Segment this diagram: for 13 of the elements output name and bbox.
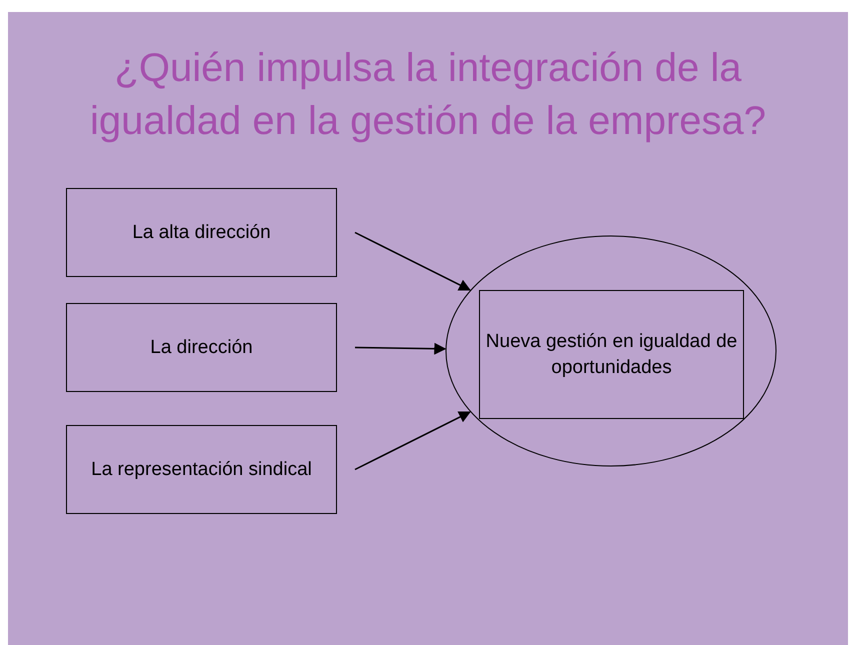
text-box — [66, 188, 337, 277]
slide-title: ¿Quién impulsa la integración de la igualdad en la gestión de la empresa? — [88, 45, 768, 145]
box-label: La alta dirección — [131, 222, 272, 244]
box-label: La dirección — [149, 336, 254, 358]
arrow — [354, 342, 446, 355]
arrow — [354, 411, 471, 470]
text-box — [66, 425, 337, 514]
ellipse-outline — [445, 235, 777, 467]
text-box — [66, 303, 337, 392]
box-label: Nueva gestión en igualdad de oportunidades — [484, 330, 738, 380]
arrow — [354, 232, 471, 291]
box-label: La representación sindical — [90, 458, 313, 480]
text-box — [479, 290, 744, 419]
